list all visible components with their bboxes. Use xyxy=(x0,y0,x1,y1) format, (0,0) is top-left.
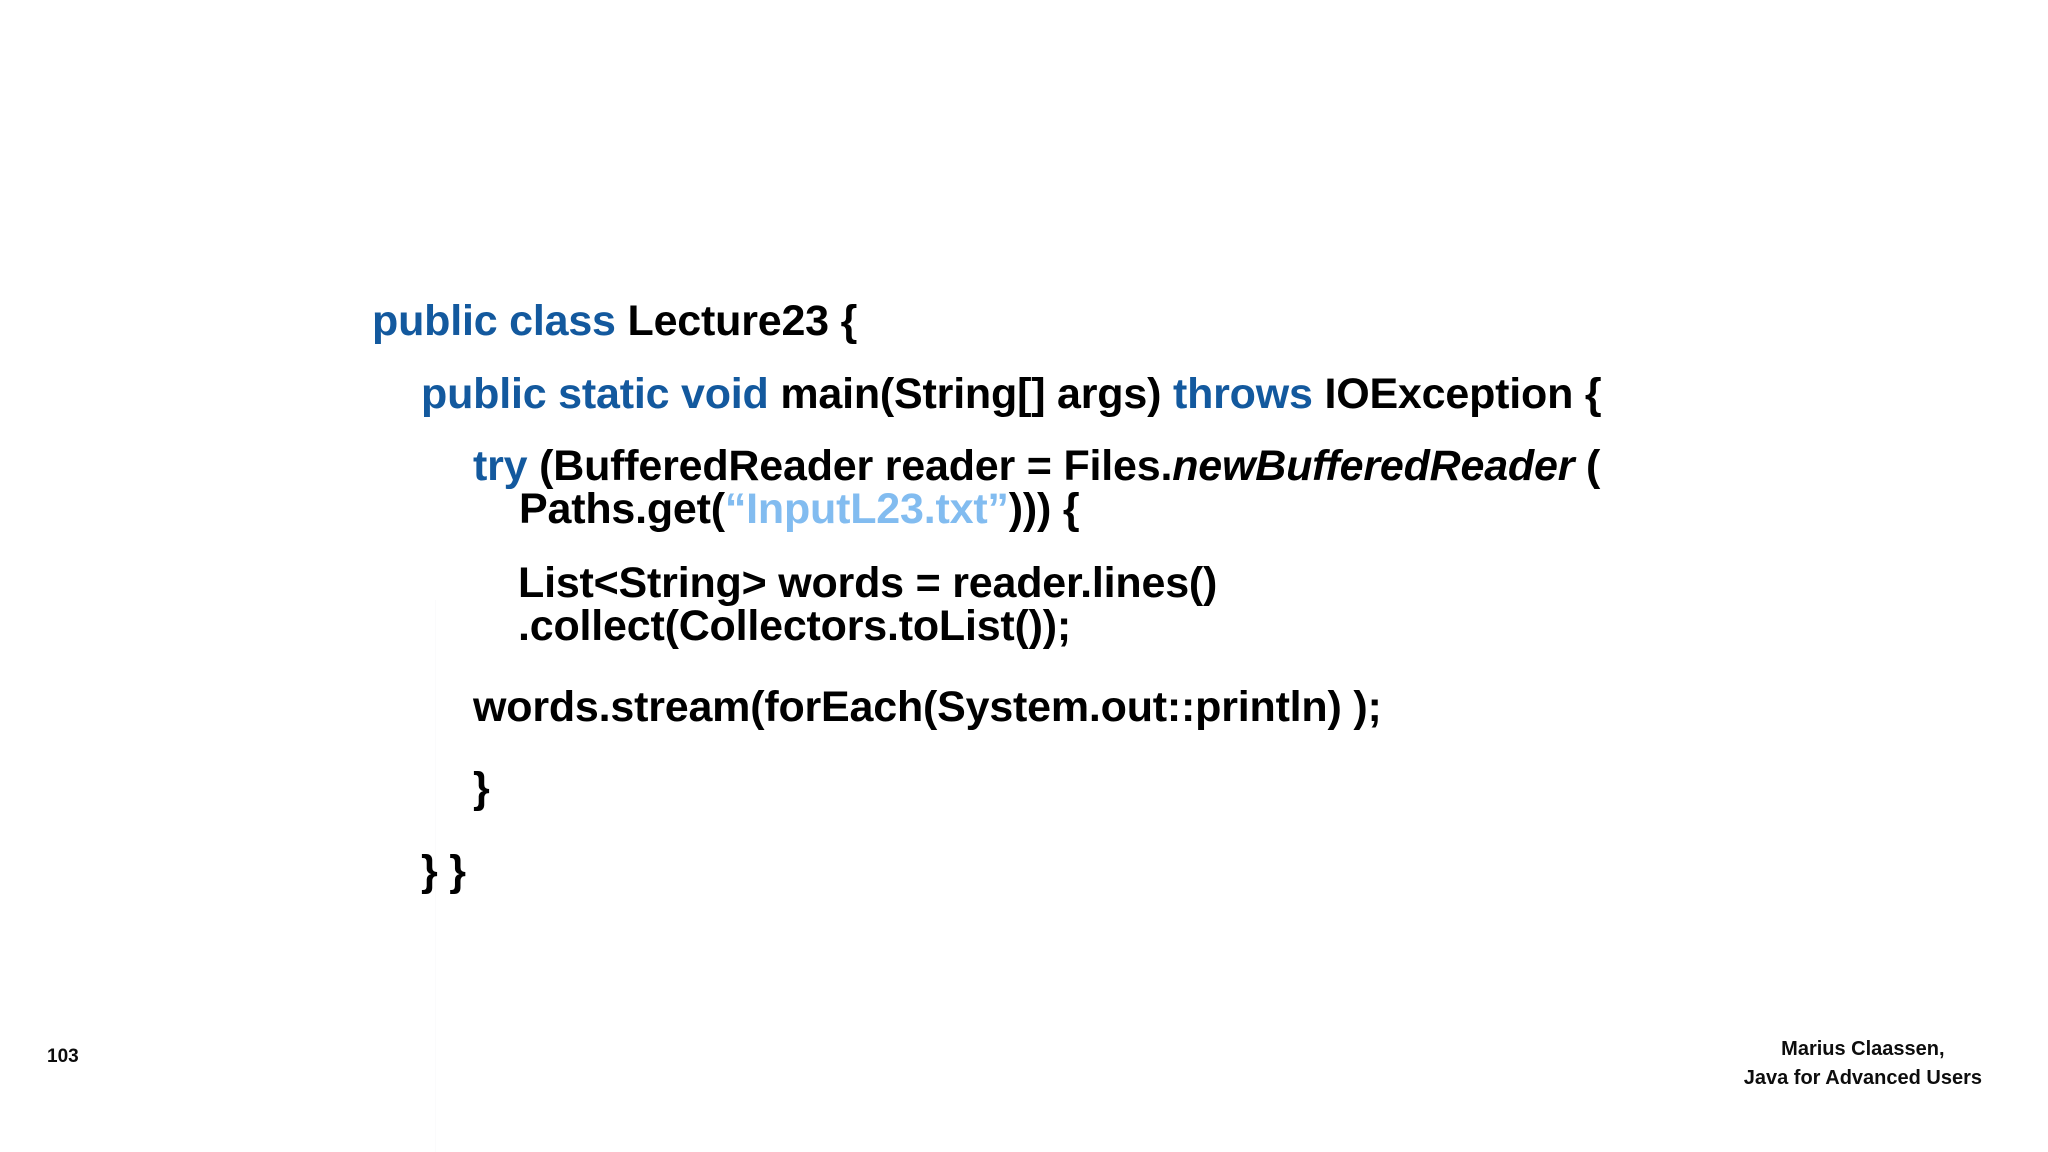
code-line-try-with-resources: try (BufferedReader reader = Files.newBu… xyxy=(473,445,1932,531)
code-line-stream-foreach: words.stream(forEach(System.out::println… xyxy=(473,683,1382,731)
page-number: 103 xyxy=(47,1046,79,1067)
paths-get-call: Paths.get( xyxy=(519,485,725,533)
slide-footer: Marius Claassen, Java for Advanced Users xyxy=(1744,1035,1982,1093)
code-line-class-declaration: public class Lecture23 { xyxy=(372,300,1932,343)
string-literal-input-file: “InputL23.txt” xyxy=(724,485,1009,533)
keyword-throws: throws xyxy=(1172,370,1325,418)
keyword-public-class: public class xyxy=(372,297,628,345)
main-signature: main(String[] args) xyxy=(780,370,1173,418)
code-line-words-declaration: List<String> words = reader.lines().coll… xyxy=(518,562,1932,648)
code-line-collect-call: .collect(Collectors.toList()); xyxy=(518,602,1072,650)
keyword-try: try xyxy=(473,442,540,490)
list-declaration: List<String> words = reader.lines() xyxy=(518,559,1218,607)
method-new-buffered-reader: newBufferedReader xyxy=(1172,442,1575,490)
code-line-main-method: public static void main(String[] args) t… xyxy=(421,373,1932,416)
keyword-public-static-void: public static void xyxy=(421,370,781,418)
exception-type-and-brace: IOException { xyxy=(1324,370,1602,418)
footer-author: Marius Claassen, xyxy=(1781,1038,1945,1060)
try-resource-declaration: (BufferedReader reader = Files. xyxy=(539,442,1173,490)
footer-course: Java for Advanced Users xyxy=(1743,1067,1982,1089)
code-line-close-method-and-class: } } xyxy=(421,847,466,895)
java-code-block: public class Lecture23 { public static v… xyxy=(372,300,1932,893)
code-line-paths-get: Paths.get(“InputL23.txt”))) { xyxy=(519,488,1932,531)
open-paren: ( xyxy=(1574,442,1601,490)
class-name-and-brace: Lecture23 { xyxy=(627,297,858,345)
paths-get-closing: ))) { xyxy=(1008,485,1080,533)
code-line-close-try: } xyxy=(473,764,490,812)
